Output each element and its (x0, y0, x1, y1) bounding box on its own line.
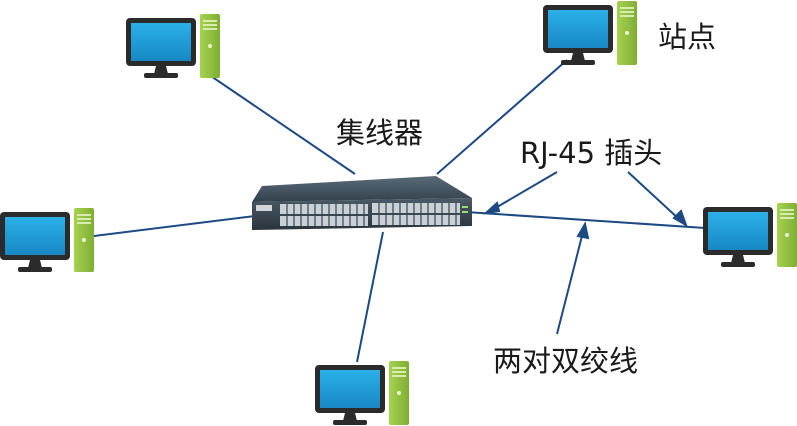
station-label: 站点 (658, 20, 717, 54)
hub-icon (252, 176, 472, 230)
rj45-plug-label: RJ-45 插头 (520, 136, 663, 170)
station-top-right-icon (543, 1, 637, 65)
station-right-icon (703, 203, 797, 267)
twisted-pair-label: 两对双绞线 (493, 344, 639, 378)
cable-left (77, 215, 256, 239)
arrow-rj45-right (627, 171, 681, 221)
arrow-rj45-left (491, 171, 558, 211)
cable-right (465, 211, 706, 229)
hub-label: 集线器 (336, 116, 424, 150)
cable-top-left (204, 71, 356, 175)
station-bottom-icon (315, 361, 409, 425)
cable-bottom (356, 231, 384, 363)
station-left-icon (0, 208, 94, 272)
arrow-rj45-left-head (482, 201, 501, 215)
arrow-cable (556, 231, 584, 335)
cables (77, 59, 706, 363)
annotation-arrows (482, 171, 688, 335)
station-top-left-icon (126, 14, 220, 78)
arrow-cable-head (576, 221, 590, 240)
arrow-rj45-right-head (672, 209, 688, 228)
cable-top-right (436, 59, 568, 175)
